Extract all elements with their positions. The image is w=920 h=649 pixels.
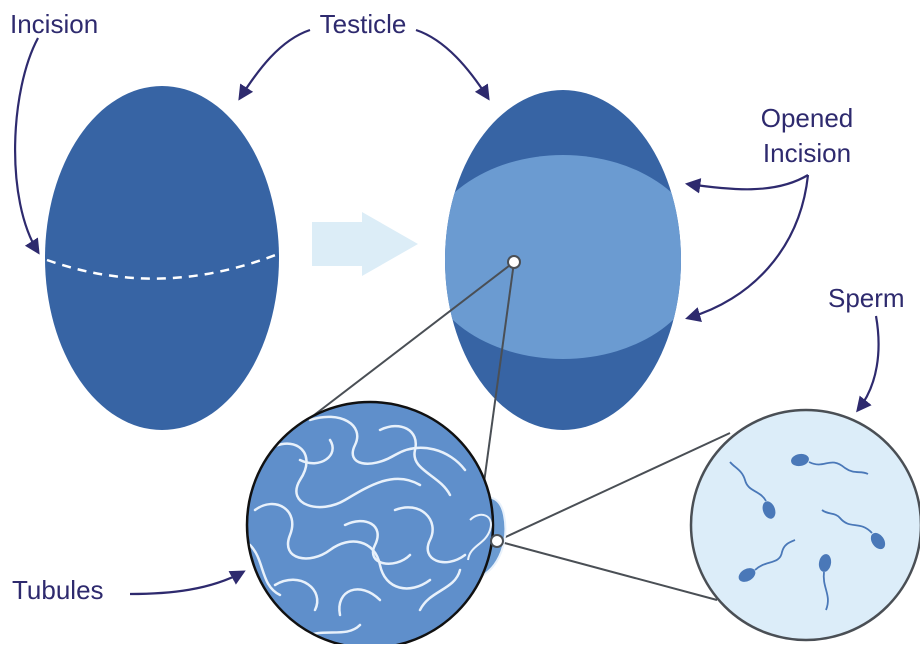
opened-incision-area [423, 155, 703, 359]
testicle-arrow-right [416, 30, 488, 98]
zoom-point-tubules [491, 535, 503, 547]
opened-incision-arrow-top [688, 175, 808, 189]
sperm-magnified-view [691, 410, 920, 640]
sperm-arrow [858, 316, 879, 410]
label-opened-incision: Incision [763, 138, 851, 168]
tubules-magnified-view [247, 402, 505, 644]
zoom-point-testicle [508, 256, 520, 268]
testicle-opened [423, 90, 703, 430]
label-tubules: Tubules [12, 575, 104, 605]
label-opened: Opened [761, 103, 854, 133]
label-sperm: Sperm [828, 283, 905, 313]
testicle-closed [45, 86, 279, 430]
right-arrow-icon [312, 212, 418, 276]
label-incision: Incision [10, 9, 98, 39]
testicle-arrow-left [240, 30, 310, 98]
opened-incision-arrow-bottom [688, 175, 808, 318]
testicle-left-body [45, 86, 279, 430]
tubules-arrow [130, 572, 243, 594]
incision-arrow [15, 38, 38, 252]
label-testicle: Testicle [320, 9, 407, 39]
